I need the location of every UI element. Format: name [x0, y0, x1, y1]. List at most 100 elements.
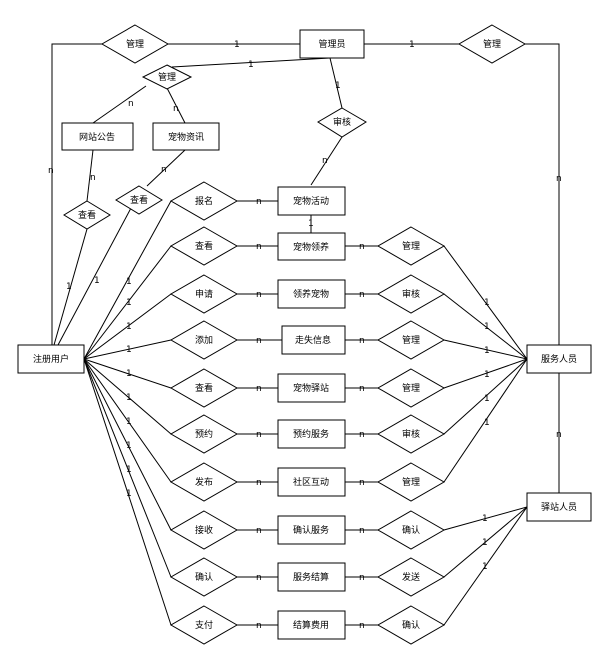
connector-lines [51, 43, 560, 626]
card-label: n [256, 197, 262, 207]
card-label: n [256, 573, 262, 583]
entity-booking-service-label: 预约服务 [293, 428, 329, 440]
line-user-confirm [83, 358, 172, 578]
entity-service-settlement-label: 服务结算 [293, 571, 329, 583]
rel-manage-station: 管理 [376, 368, 446, 408]
entity-pet-activity: 宠物活动 [277, 186, 346, 216]
entity-community-label: 社区互动 [293, 476, 329, 488]
card-label: n [359, 336, 365, 346]
line-manage-staff-1 [443, 245, 528, 360]
entity-pet-station: 宠物驿站 [277, 373, 346, 403]
rel-manage-adoption: 管理 [376, 226, 446, 266]
rel-view-station: 查看 [169, 368, 239, 408]
card-label: n [256, 290, 262, 300]
rel-manage-community-label: 管理 [402, 476, 420, 488]
rel-confirm-fee-label: 确认 [402, 619, 420, 631]
line-manage-right-staff [525, 43, 560, 345]
entity-confirm-service-label: 确认服务 [293, 524, 329, 536]
cardinality-labels: 1 1 n n 1 n n 1 n n 1 n 1 1 1 1 1 1 1 1 … [48, 40, 562, 631]
rel-review-activity: 审核 [317, 107, 367, 138]
rel-manage-lost: 管理 [376, 320, 446, 360]
rel-book: 预约 [169, 414, 239, 454]
card-label: 1 [66, 282, 72, 292]
rel-manage-station-label: 管理 [402, 382, 420, 394]
card-label: n [556, 174, 562, 184]
line-user-receive [83, 358, 172, 531]
rel-manage-community: 管理 [376, 462, 446, 502]
rel-add-label: 添加 [195, 335, 213, 346]
rel-signup-label: 报名 [195, 195, 213, 207]
card-label: n [256, 621, 262, 631]
card-label: n [359, 430, 365, 440]
entity-lost-info: 走失信息 [281, 325, 346, 355]
card-label: n [48, 166, 54, 176]
rel-view-adoption-label: 查看 [195, 240, 213, 252]
line-manage-news [166, 87, 186, 124]
entity-pet-news: 宠物资讯 [152, 122, 220, 151]
card-label: 1 [126, 369, 132, 379]
line-manage-announcement [92, 85, 147, 124]
entity-pet-adoption: 宠物领养 [277, 232, 346, 261]
line-manage-staff-4 [443, 358, 528, 483]
rel-confirm-service-label: 确认 [402, 524, 420, 536]
card-label: n [161, 165, 167, 175]
card-label: n [359, 290, 365, 300]
rel-view-station-label: 查看 [195, 382, 213, 394]
rel-view-announcement-label: 查看 [78, 209, 96, 221]
line-user-view-station [83, 358, 172, 389]
card-label: 1 [126, 489, 132, 499]
line-announcement-view [86, 149, 94, 202]
rel-signup: 报名 [169, 181, 239, 221]
card-label: n [256, 242, 262, 252]
card-label: 1 [126, 277, 132, 287]
card-label: n [256, 384, 262, 394]
entity-settlement-fee: 结算费用 [277, 610, 346, 640]
rel-send-label: 发送 [402, 571, 420, 583]
rel-manage-top-right: 管理 [457, 24, 527, 64]
card-label: n [359, 573, 365, 583]
line-user-apply [83, 293, 172, 360]
rel-apply-label: 申请 [195, 288, 213, 300]
entity-adopt-pet-label: 领养宠物 [293, 288, 329, 300]
rel-book-label: 预约 [195, 428, 213, 440]
card-label: 1 [126, 417, 132, 427]
line-review-staff-2 [443, 358, 528, 435]
card-label: 1 [409, 40, 415, 50]
card-label: n [90, 173, 96, 183]
rel-review-booking-label: 审核 [402, 428, 420, 440]
card-label: n [173, 104, 179, 114]
card-label: 1 [482, 538, 488, 548]
entity-announcement-label: 网站公告 [79, 131, 115, 143]
card-label: n [359, 242, 365, 252]
card-label: 1 [484, 394, 490, 404]
entity-station-staff: 驿站人员 [526, 492, 592, 522]
entity-pet-activity-label: 宠物活动 [293, 195, 329, 207]
line-view-user-1 [53, 228, 88, 346]
entity-pet-adoption-label: 宠物领养 [293, 241, 329, 253]
card-label: 1 [484, 418, 490, 428]
rel-publish-label: 发布 [195, 476, 213, 488]
entity-user-label: 注册用户 [33, 353, 69, 365]
rel-review-adopt-label: 审核 [402, 288, 420, 300]
rel-confirm-label: 确认 [195, 571, 213, 583]
rel-confirm-service: 确认 [376, 510, 446, 550]
card-label: 1 [126, 393, 132, 403]
entity-booking-service: 预约服务 [277, 419, 346, 449]
card-label: n [256, 478, 262, 488]
card-label: 1 [126, 465, 132, 475]
card-label: 1 [484, 298, 490, 308]
card-label: 1 [484, 346, 490, 356]
rel-view-news: 查看 [115, 185, 163, 215]
line-review-staff-1 [443, 293, 528, 360]
line-manage-staff-3 [443, 358, 528, 389]
entity-settlement-fee-label: 结算费用 [293, 619, 329, 631]
line-send-station [443, 506, 528, 578]
rel-send: 发送 [376, 557, 446, 597]
line-user-publish [83, 358, 172, 483]
entity-user: 注册用户 [17, 344, 85, 374]
card-label: n [256, 430, 262, 440]
line-admin-manage-content [171, 57, 331, 68]
rel-manage-top-left: 管理 [100, 24, 170, 64]
line-news-view [146, 149, 186, 187]
card-label: n [256, 336, 262, 346]
